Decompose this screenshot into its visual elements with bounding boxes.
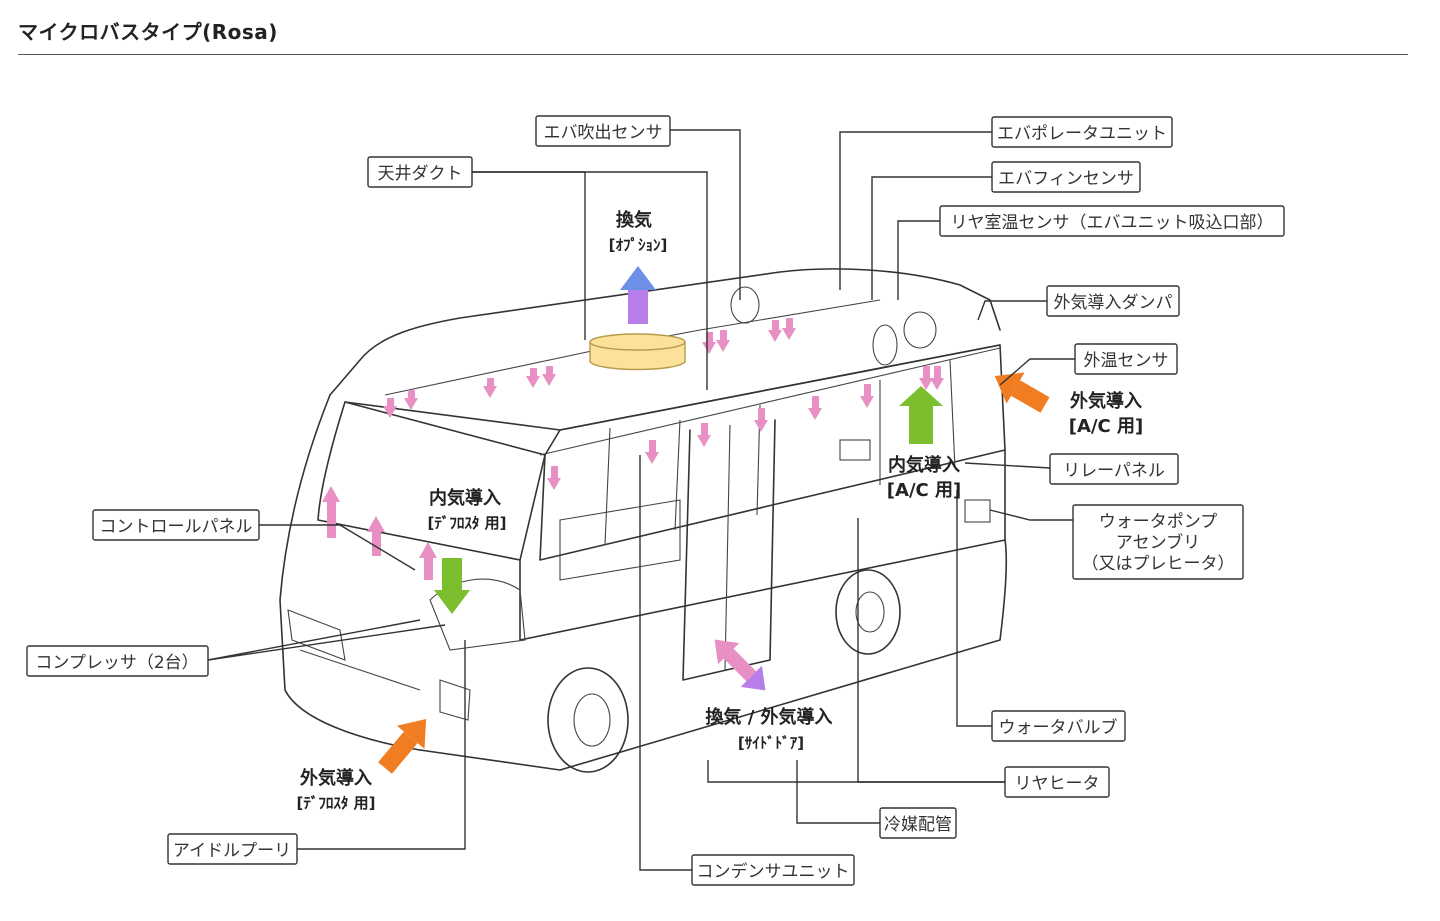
svg-text:外気導入: 外気導入 bbox=[1070, 390, 1142, 412]
annotation-ventilation: 換気 [ｵﾌﾟｼｮﾝ] bbox=[609, 209, 668, 254]
label-rear-heater: リヤヒータ bbox=[1004, 766, 1110, 798]
label-evap-outlet-sensor: エバ吹出センサ bbox=[535, 115, 671, 147]
side-door-arrow bbox=[714, 639, 766, 691]
svg-text:[ﾃﾞﾌﾛｽﾀ 用]: [ﾃﾞﾌﾛｽﾀ 用] bbox=[428, 514, 507, 532]
svg-text:内気導入: 内気導入 bbox=[429, 487, 501, 509]
label-water-valve: ウォータバルブ bbox=[991, 710, 1126, 742]
svg-text:[ｻｲﾄﾞﾄﾞｱ]: [ｻｲﾄﾞﾄﾞｱ] bbox=[738, 734, 804, 752]
svg-text:換気: 換気 bbox=[616, 209, 652, 231]
label-outside-temp-sensor: 外温センサ bbox=[1074, 343, 1178, 375]
svg-text:[ｵﾌﾟｼｮﾝ]: [ｵﾌﾟｼｮﾝ] bbox=[609, 236, 668, 254]
svg-text:[A/C 用]: [A/C 用] bbox=[1069, 416, 1143, 437]
svg-text:外気導入ダンパ: 外気導入ダンパ bbox=[1054, 293, 1173, 313]
annotation-inside-ac: 内気導入 [A/C 用] bbox=[887, 454, 961, 501]
label-condenser-unit: コンデンサユニット bbox=[691, 854, 855, 886]
label-refrigerant-piping: 冷媒配管 bbox=[879, 807, 957, 839]
label-water-pump: ウォータポンプ アセンブリ （又はプレヒータ） bbox=[1072, 504, 1244, 580]
svg-text:冷媒配管: 冷媒配管 bbox=[884, 815, 952, 835]
svg-text:外気導入: 外気導入 bbox=[300, 767, 372, 789]
svg-text:リヤヒータ: リヤヒータ bbox=[1015, 774, 1100, 794]
label-evap-fin-sensor: エバフィンセンサ bbox=[991, 161, 1141, 193]
svg-text:（又はプレヒータ）: （又はプレヒータ） bbox=[1082, 554, 1235, 574]
leader-lines bbox=[207, 129, 1075, 871]
label-relay-panel: リレーパネル bbox=[1049, 453, 1179, 485]
svg-text:リレーパネル: リレーパネル bbox=[1063, 461, 1165, 481]
label-evaporator-unit: エバポレータユニット bbox=[991, 116, 1173, 148]
label-rear-room-temp-sensor: リヤ室温センサ（エバユニット吸込口部） bbox=[939, 205, 1285, 237]
label-idle-pulley: アイドルプーリ bbox=[167, 833, 298, 865]
airflow-arrows bbox=[322, 266, 1050, 774]
label-outside-air-damper: 外気導入ダンパ bbox=[1046, 285, 1180, 317]
label-ceiling-duct: 天井ダクト bbox=[367, 156, 473, 188]
svg-text:アセンブリ: アセンブリ bbox=[1116, 532, 1200, 553]
outside-defrost-arrow bbox=[378, 718, 427, 774]
svg-text:換気 / 外気導入: 換気 / 外気導入 bbox=[705, 706, 832, 728]
annotation-side-door: 換気 / 外気導入 [ｻｲﾄﾞﾄﾞｱ] bbox=[705, 706, 832, 752]
svg-text:アイドルプーリ: アイドルプーリ bbox=[173, 841, 291, 861]
svg-text:[A/C 用]: [A/C 用] bbox=[887, 480, 961, 501]
svg-text:コンプレッサ（2台）: コンプレッサ（2台） bbox=[35, 653, 198, 673]
inside-ac-arrow bbox=[899, 386, 943, 444]
svg-text:内気導入: 内気導入 bbox=[888, 454, 960, 476]
annotation-inside-defrost: 内気導入 [ﾃﾞﾌﾛｽﾀ 用] bbox=[428, 487, 507, 532]
svg-text:エバポレータユニット: エバポレータユニット bbox=[997, 124, 1167, 144]
roof-vent bbox=[589, 333, 686, 371]
svg-text:リヤ室温センサ（エバユニット吸込口部）: リヤ室温センサ（エバユニット吸込口部） bbox=[951, 213, 1274, 233]
label-compressor: コンプレッサ（2台） bbox=[26, 645, 209, 677]
annotation-outside-defrost: 外気導入 [ﾃﾞﾌﾛｽﾀ 用] bbox=[297, 767, 376, 812]
outside-ac-arrow bbox=[994, 372, 1050, 413]
svg-text:外温センサ: 外温センサ bbox=[1084, 351, 1169, 371]
svg-text:ウォータポンプ: ウォータポンプ bbox=[1099, 512, 1218, 532]
page-title: マイクロバスタイプ(Rosa) bbox=[18, 20, 278, 44]
page-header: マイクロバスタイプ(Rosa) bbox=[18, 14, 1408, 55]
svg-text:エバフィンセンサ: エバフィンセンサ bbox=[998, 169, 1134, 189]
svg-text:ウォータバルブ: ウォータバルブ bbox=[999, 717, 1118, 738]
pink-arrows bbox=[322, 318, 944, 580]
label-control-panel: コントロールパネル bbox=[92, 509, 260, 541]
svg-text:天井ダクト: 天井ダクト bbox=[378, 164, 463, 184]
annotation-outside-ac: 外気導入 [A/C 用] bbox=[1069, 390, 1143, 437]
inside-defrost-arrow bbox=[434, 558, 470, 614]
svg-text:[ﾃﾞﾌﾛｽﾀ 用]: [ﾃﾞﾌﾛｽﾀ 用] bbox=[297, 794, 376, 812]
svg-text:コンデンサユニット: コンデンサユニット bbox=[697, 861, 850, 882]
ventilation-arrow bbox=[620, 266, 656, 324]
svg-text:エバ吹出センサ: エバ吹出センサ bbox=[544, 123, 663, 143]
svg-text:コントロールパネル: コントロールパネル bbox=[100, 517, 253, 537]
